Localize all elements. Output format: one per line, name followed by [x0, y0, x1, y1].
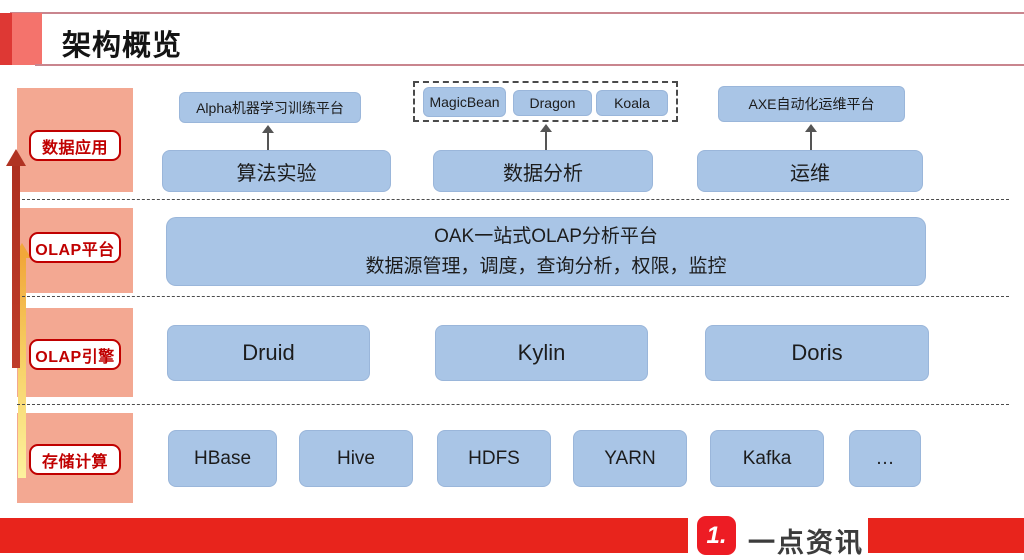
hive-box: Hive — [299, 430, 413, 487]
footer-bar-left — [0, 518, 688, 553]
layer-label-olap-platform: OLAP平台 — [29, 232, 121, 263]
up-arrow-ops — [804, 124, 818, 150]
arrow-shaft — [545, 131, 547, 150]
ops-box: 运维 — [697, 150, 923, 192]
oak-olap-platform-box: OAK一站式OLAP分析平台 数据源管理，调度，查询分析，权限，监控 — [166, 217, 926, 286]
algo-experiment-box: 算法实验 — [162, 150, 391, 192]
yidian-logo-icon: 1. — [697, 516, 736, 555]
header-top-rule — [10, 12, 1024, 14]
magic-tools-dashed-group — [413, 81, 678, 122]
title-underline — [35, 64, 1024, 66]
oak-platform-features: 数据源管理，调度，查询分析，权限，监控 — [365, 255, 727, 277]
arrow-shaft — [810, 131, 812, 150]
up-arrow-analysis — [539, 124, 553, 150]
separator-line-1 — [17, 199, 1009, 200]
separator-line-2 — [17, 296, 1009, 297]
separator-line-3 — [17, 404, 1009, 405]
red-up-arrow-shaft — [12, 165, 20, 368]
magicbean-box: MagicBean — [423, 87, 506, 117]
doris-box: Doris — [705, 325, 929, 381]
layer-label-olap-engine: OLAP引擎 — [29, 339, 121, 370]
arrow-shaft — [267, 132, 269, 150]
layer-label-storage: 存储计算 — [29, 444, 121, 475]
data-analysis-box: 数据分析 — [433, 150, 653, 192]
hdfs-box: HDFS — [437, 430, 551, 487]
footer-bar-right — [868, 518, 1024, 553]
druid-box: Druid — [167, 325, 370, 381]
yidian-logo-text: 一点资讯 — [748, 528, 864, 558]
title-accent-dark — [0, 13, 12, 65]
title-accent-light — [12, 13, 42, 65]
hbase-box: HBase — [168, 430, 277, 487]
kafka-box: Kafka — [710, 430, 824, 487]
up-arrow-algo — [261, 125, 275, 150]
arrowhead-icon — [540, 124, 552, 132]
red-up-arrow-head — [6, 149, 26, 166]
oak-platform-title: OAK一站式OLAP分析平台 — [434, 226, 658, 248]
dragon-box: Dragon — [513, 90, 592, 116]
arrowhead-icon — [262, 125, 274, 133]
layer-label-data-apps: 数据应用 — [29, 130, 121, 161]
yellow-up-arrow-shaft — [18, 257, 26, 478]
kylin-box: Kylin — [435, 325, 648, 381]
koala-box: Koala — [596, 90, 668, 116]
page-title: 架构概览 — [62, 30, 183, 62]
arrowhead-icon — [805, 124, 817, 132]
more-box: … — [849, 430, 921, 487]
alpha-ml-platform-box: Alpha机器学习训练平台 — [179, 92, 361, 123]
axe-ops-platform-box: AXE自动化运维平台 — [718, 86, 905, 122]
yarn-box: YARN — [573, 430, 687, 487]
